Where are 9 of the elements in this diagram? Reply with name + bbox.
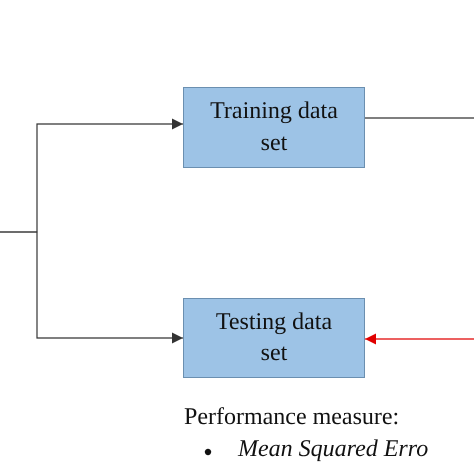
data-box bbox=[183, 87, 365, 168]
box-label: Testing data set bbox=[214, 308, 334, 368]
box-label: Training data set bbox=[209, 97, 339, 158]
bullet-item: Mean Squared Erro bbox=[238, 436, 428, 463]
note-heading: Performance measure: bbox=[184, 404, 400, 431]
arrow bbox=[0, 231, 183, 344]
connector-line bbox=[365, 117, 474, 119]
arrow bbox=[365, 334, 474, 344]
data-box bbox=[183, 298, 365, 378]
